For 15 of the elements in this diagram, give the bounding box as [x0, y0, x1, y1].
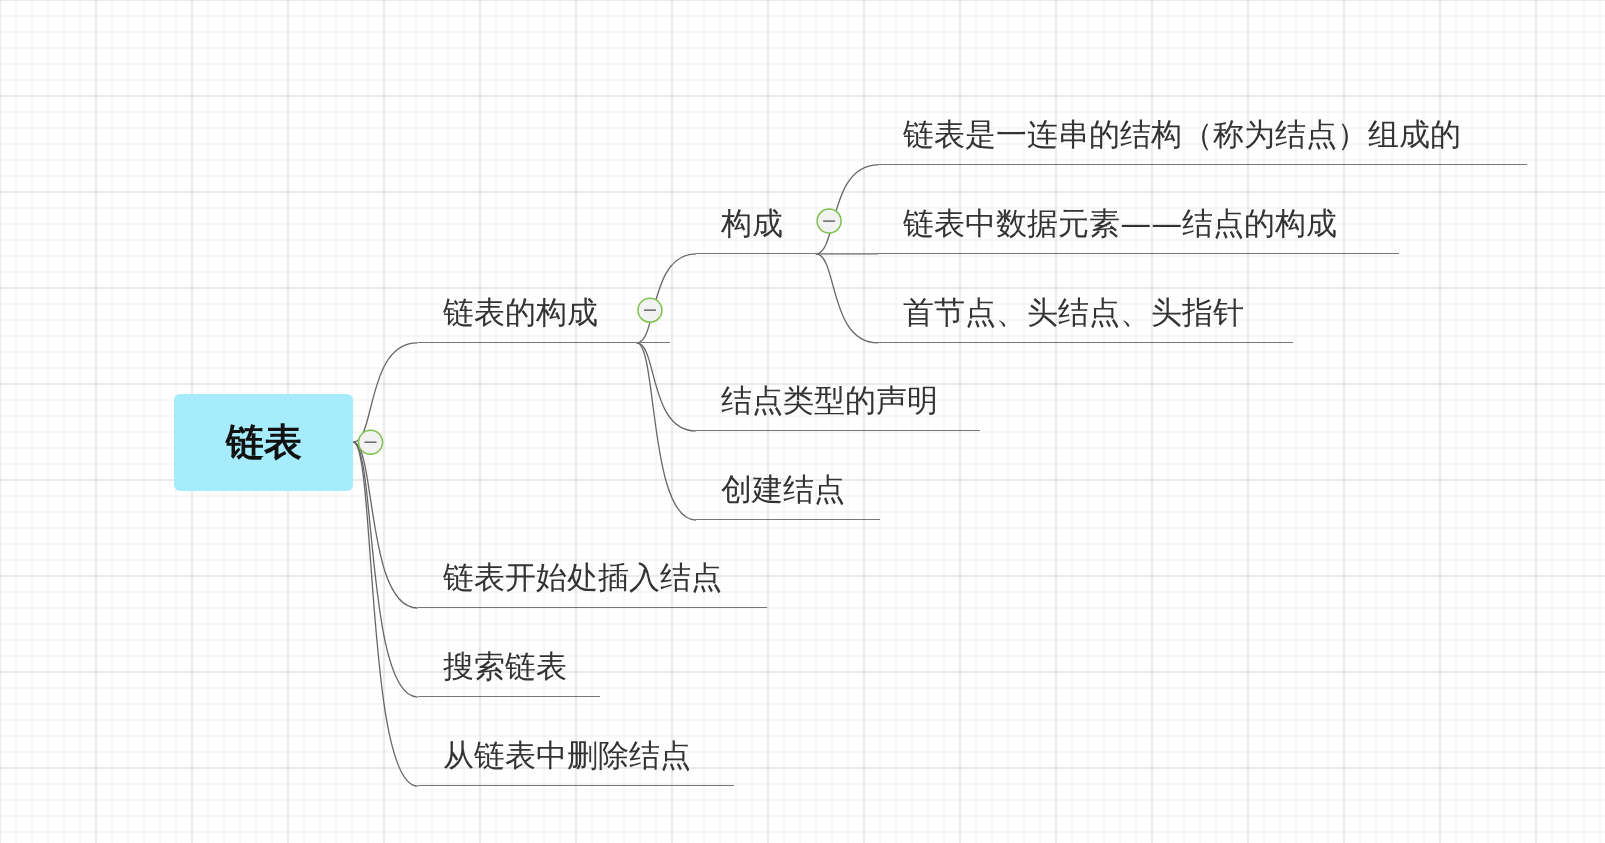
topic-label: 从链表中删除结点 — [417, 726, 734, 787]
connector-line — [636, 253, 697, 344]
connector-line — [636, 342, 697, 521]
topic-label: 搜索链表 — [417, 637, 600, 698]
root-topic-box: 链表 — [174, 394, 354, 492]
connector-line — [815, 253, 879, 344]
topic-label: 链表开始处插入结点 — [417, 548, 767, 608]
topic-label: 首节点、头结点、头指针 — [878, 283, 1293, 343]
connector-line — [352, 441, 419, 787]
topic-label: 创建结点 — [696, 460, 881, 520]
topic-label: 链表中数据元素——结点的构成 — [878, 194, 1400, 254]
connector-line — [352, 342, 419, 443]
topic-label: 结点类型的声明 — [696, 371, 980, 431]
topic-label: 链表是一连串的结构（称为结点）组成的 — [878, 105, 1528, 165]
connector-line — [352, 441, 419, 609]
